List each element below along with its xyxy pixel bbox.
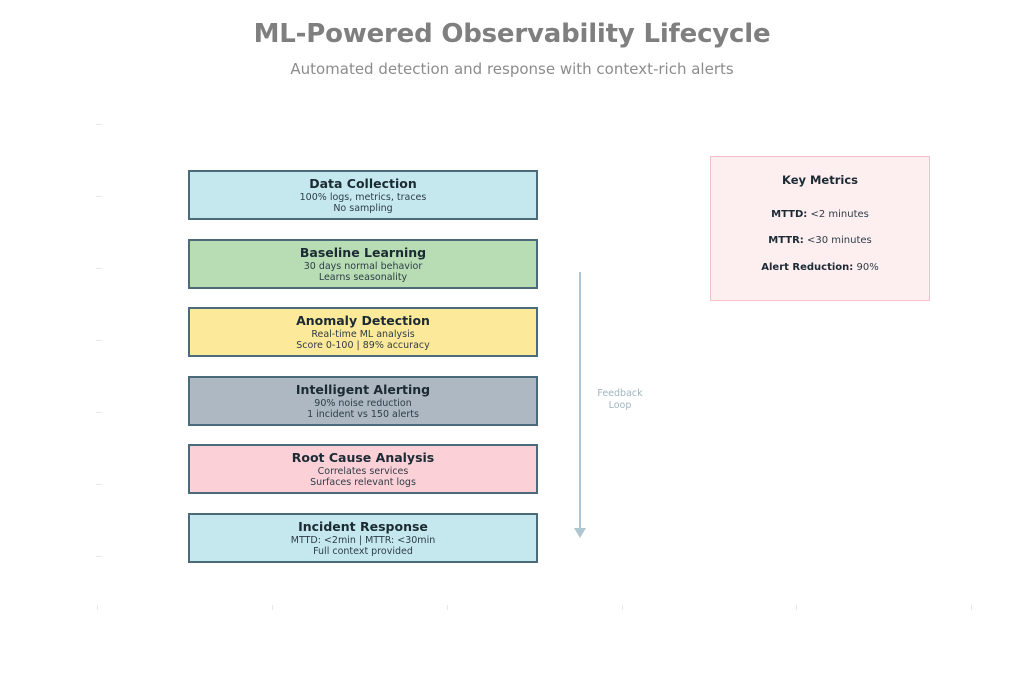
y-axis-tick — [96, 412, 102, 413]
lifecycle-stage-detail: 30 days normal behavior — [303, 260, 423, 272]
lifecycle-stage-title: Data Collection — [309, 175, 417, 191]
x-axis-tick — [971, 605, 972, 610]
lifecycle-stage-title: Anomaly Detection — [296, 312, 430, 328]
page-subtitle: Automated detection and response with co… — [290, 60, 734, 78]
x-axis-tick — [447, 605, 448, 610]
y-axis-tick — [96, 124, 102, 125]
feedback-loop-label-line2: Loop — [608, 399, 632, 411]
feedback-loop-label: Feedback Loop — [575, 388, 665, 411]
y-axis-tick — [96, 196, 102, 197]
lifecycle-stage-detail: Surfaces relevant logs — [310, 477, 416, 488]
key-metrics-title: Key Metrics — [781, 173, 859, 187]
key-metric-value: <2 minutes — [810, 209, 869, 220]
x-axis-tick — [97, 605, 98, 610]
lifecycle-stage-detail: No sampling — [333, 203, 393, 214]
x-axis-tick — [272, 605, 273, 610]
lifecycle-stage-title: Intelligent Alerting — [295, 381, 431, 397]
x-axis-tick — [622, 605, 623, 610]
page-title: ML-Powered Observability Lifecycle — [253, 19, 771, 49]
lifecycle-stage-detail: Score 0-100 | 89% accuracy — [296, 340, 430, 351]
key-metric-row: Alert Reduction: 90% — [711, 262, 929, 273]
key-metric-label: Alert Reduction: — [761, 262, 854, 273]
lifecycle-stage-detail: Learns seasonality — [318, 272, 408, 283]
feedback-loop-label-line1: Feedback — [597, 388, 643, 399]
y-axis-tick — [96, 340, 102, 341]
key-metric-value: 90% — [856, 262, 879, 273]
lifecycle-stage-title: Baseline Learning — [299, 244, 427, 260]
key-metric-value: <30 minutes — [806, 235, 872, 246]
key-metric-row: MTTR: <30 minutes — [711, 235, 929, 246]
key-metric-row: MTTD: <2 minutes — [711, 209, 929, 220]
y-axis-tick — [96, 268, 102, 269]
lifecycle-stage-detail: 100% logs, metrics, traces — [299, 191, 427, 203]
lifecycle-stage-detail: 1 incident vs 150 alerts — [307, 409, 419, 420]
lifecycle-stage-title: Incident Response — [298, 518, 428, 534]
lifecycle-stage-detail: Correlates services — [317, 465, 409, 477]
x-axis-tick — [796, 605, 797, 610]
lifecycle-stage-detail: MTTD: <2min | MTTR: <30min — [290, 534, 436, 546]
feedback-loop-arrow-line — [579, 272, 581, 530]
y-axis-tick — [96, 484, 102, 485]
lifecycle-stage-detail: 90% noise reduction — [314, 397, 412, 409]
key-metric-label: MTTD: — [771, 209, 808, 220]
feedback-loop-arrowhead-icon — [574, 528, 586, 538]
lifecycle-stage-detail: Full context provided — [313, 546, 413, 557]
key-metric-label: MTTR: — [768, 235, 804, 246]
y-axis-tick — [96, 556, 102, 557]
lifecycle-stage-detail: Real-time ML analysis — [311, 328, 415, 340]
lifecycle-stage-title: Root Cause Analysis — [291, 449, 435, 465]
